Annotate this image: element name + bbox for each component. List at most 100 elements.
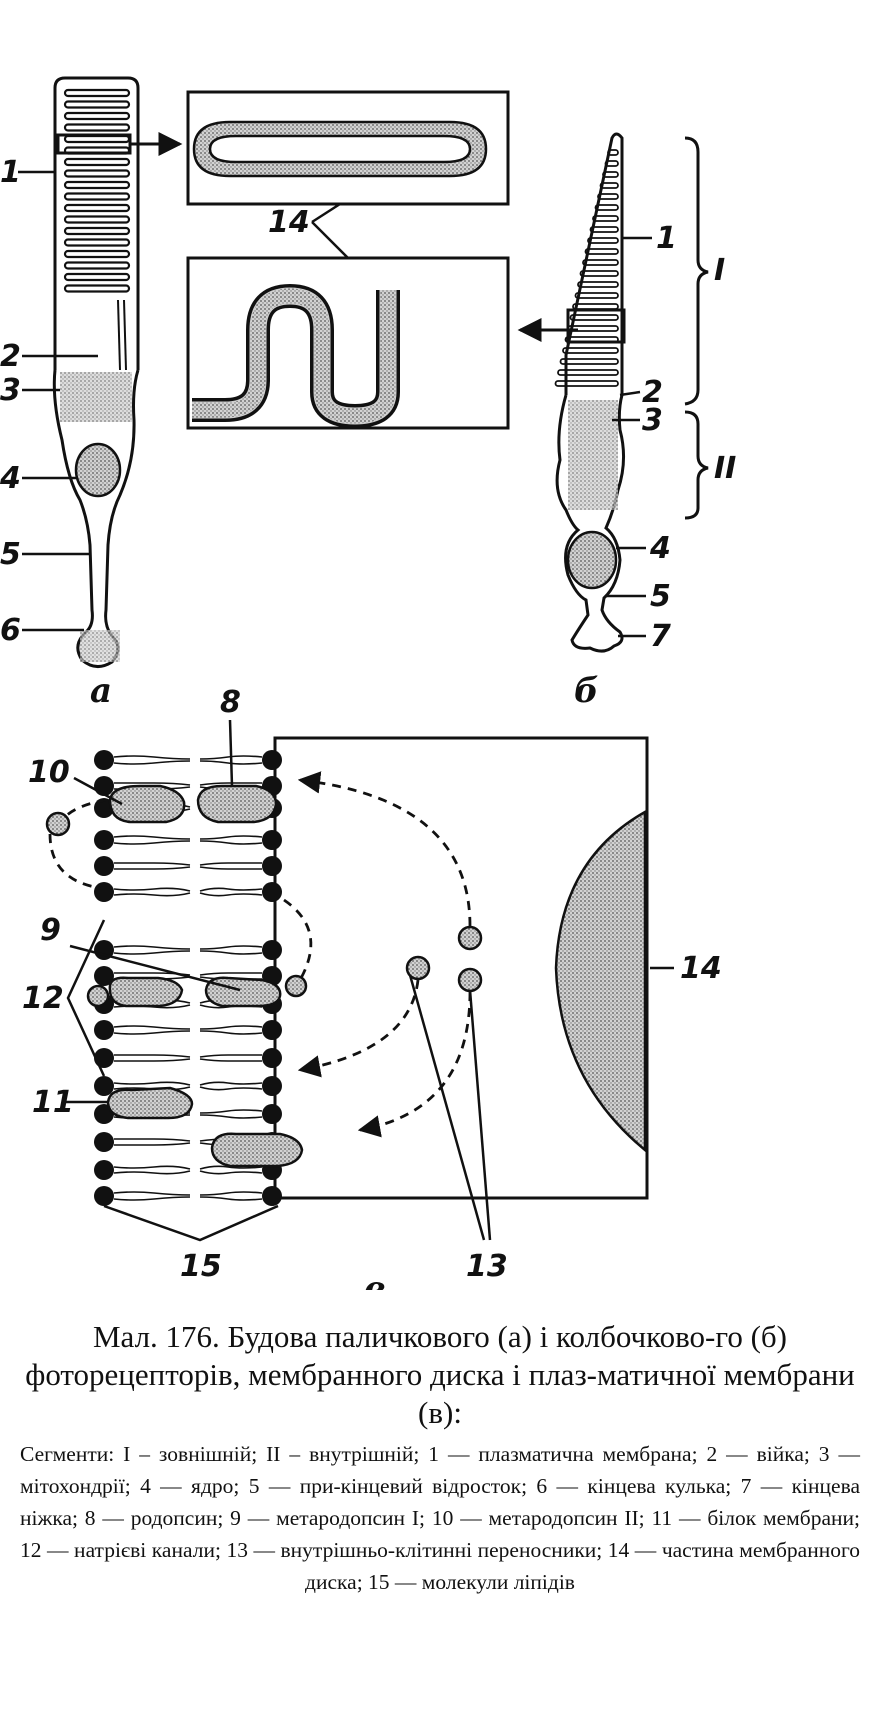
lipid-head bbox=[262, 750, 282, 770]
lipid-head bbox=[262, 1076, 282, 1096]
cone-label-3: 3 bbox=[642, 403, 663, 438]
rod-cilium bbox=[117, 299, 121, 371]
lipid-head bbox=[262, 1104, 282, 1124]
rod-disc bbox=[63, 203, 131, 213]
membrane-protein bbox=[106, 1086, 194, 1120]
lipid-tail bbox=[199, 782, 263, 786]
lipid-tail bbox=[199, 1058, 263, 1062]
brace-outer-segment bbox=[684, 136, 709, 406]
rod-label-6: 6 bbox=[0, 613, 21, 648]
cone-disc bbox=[607, 149, 619, 156]
cone-labels bbox=[606, 236, 652, 638]
lipid-tail bbox=[113, 1191, 191, 1196]
membrane-label-15: 15 bbox=[180, 1249, 222, 1284]
lipid-tail bbox=[113, 1081, 191, 1086]
rod-disc bbox=[63, 249, 131, 259]
membrane-label-12: 12 bbox=[22, 981, 64, 1016]
rod-disc bbox=[63, 192, 131, 201]
rod-inner-segment bbox=[52, 369, 140, 668]
cone-nucleus bbox=[566, 530, 618, 590]
cone-disc bbox=[569, 314, 619, 321]
cone-disc bbox=[597, 193, 619, 200]
transport-paths bbox=[48, 771, 472, 1138]
cone-disc bbox=[594, 204, 619, 211]
cone-disc bbox=[557, 369, 619, 376]
membrane-label-14: 14 bbox=[680, 951, 722, 986]
lipid-tail bbox=[114, 862, 191, 866]
metarhodopsin-II bbox=[108, 784, 186, 824]
rod-cell bbox=[52, 76, 140, 668]
lipid-tail bbox=[113, 950, 191, 955]
lipid-head bbox=[94, 1186, 114, 1206]
cone-discs bbox=[554, 149, 619, 387]
intracellular-carriers bbox=[45, 811, 483, 1008]
cone-disc bbox=[559, 358, 619, 365]
disc-dumbbell bbox=[192, 120, 488, 178]
lipid-head bbox=[94, 1076, 114, 1096]
plasma-membrane bbox=[45, 719, 674, 1242]
rod-labels bbox=[18, 170, 98, 632]
cone-label-4: 4 bbox=[649, 531, 671, 566]
lipid-tail bbox=[113, 840, 191, 845]
cone-disc bbox=[582, 259, 619, 266]
lipid-tail bbox=[199, 755, 263, 760]
rod-outer-segment bbox=[53, 76, 140, 370]
caption-legend: Сегменти: І – зовнішній; ІІ – внутрішній… bbox=[20, 1442, 860, 1594]
caption-title: Мал. 176. Будова паличкового (а) і колбо… bbox=[25, 1319, 855, 1430]
rod-disc bbox=[63, 111, 131, 121]
lipid-tail bbox=[114, 866, 191, 870]
membrane-protein-right bbox=[210, 1132, 304, 1168]
lipid-head bbox=[262, 830, 282, 850]
lipid-head bbox=[262, 882, 282, 902]
lipid-tail bbox=[113, 760, 191, 765]
lipid-head bbox=[262, 940, 282, 960]
lipid-tail bbox=[199, 1191, 263, 1196]
lipid-tail bbox=[113, 945, 191, 950]
disc-label-14: 14 bbox=[268, 205, 310, 240]
rod-disc bbox=[63, 123, 131, 132]
cone-mitochondria bbox=[568, 400, 618, 510]
lipid-heads bbox=[94, 750, 282, 1206]
cone-disc bbox=[604, 160, 619, 167]
lipid-tail bbox=[199, 887, 263, 892]
subfigure-label-v: в bbox=[364, 1269, 386, 1290]
rod-zoom-box bbox=[56, 133, 132, 155]
lipid-tail bbox=[199, 1196, 263, 1201]
rod-disc bbox=[63, 180, 131, 190]
lipid-tail bbox=[199, 1030, 263, 1035]
rhodopsin bbox=[196, 784, 278, 824]
lipid-tail bbox=[199, 945, 263, 950]
cone-cell bbox=[554, 132, 626, 653]
lipid-tail bbox=[199, 866, 262, 870]
lipid-tail bbox=[113, 1025, 191, 1030]
rod-disc bbox=[63, 100, 131, 109]
membrane-disc-views bbox=[130, 90, 578, 430]
lipid-tail bbox=[199, 972, 262, 976]
lipid-tail bbox=[199, 1170, 263, 1175]
cone-disc bbox=[577, 281, 619, 288]
rod-label-2: 2 bbox=[0, 339, 21, 374]
lipid-tail bbox=[199, 1109, 263, 1114]
lipid-head bbox=[94, 750, 114, 770]
lipid-tail bbox=[199, 835, 263, 840]
lipid-tail bbox=[113, 1058, 191, 1062]
cone-label-2: 2 bbox=[642, 375, 663, 410]
lipid-tail bbox=[114, 1138, 191, 1142]
membrane-leaders bbox=[66, 719, 674, 1242]
membrane-label-8: 8 bbox=[220, 685, 241, 720]
rod-label-1: 1 bbox=[0, 155, 21, 190]
cone-disc bbox=[602, 171, 619, 178]
lipid-tail bbox=[199, 1086, 263, 1091]
cone-disc bbox=[599, 182, 619, 189]
lipid-head bbox=[94, 966, 114, 986]
lipid-head bbox=[94, 1160, 114, 1180]
cone-disc bbox=[554, 380, 619, 387]
cone-zoom-box bbox=[566, 308, 626, 344]
lipid-head bbox=[94, 1020, 114, 1040]
lipid-head bbox=[94, 1132, 114, 1152]
lipid-tail bbox=[113, 782, 191, 786]
lipid-tail bbox=[113, 1170, 191, 1175]
membrane-label-13: 13 bbox=[466, 1249, 508, 1284]
lipid-tail bbox=[199, 1054, 263, 1058]
segment-braces bbox=[684, 136, 709, 520]
